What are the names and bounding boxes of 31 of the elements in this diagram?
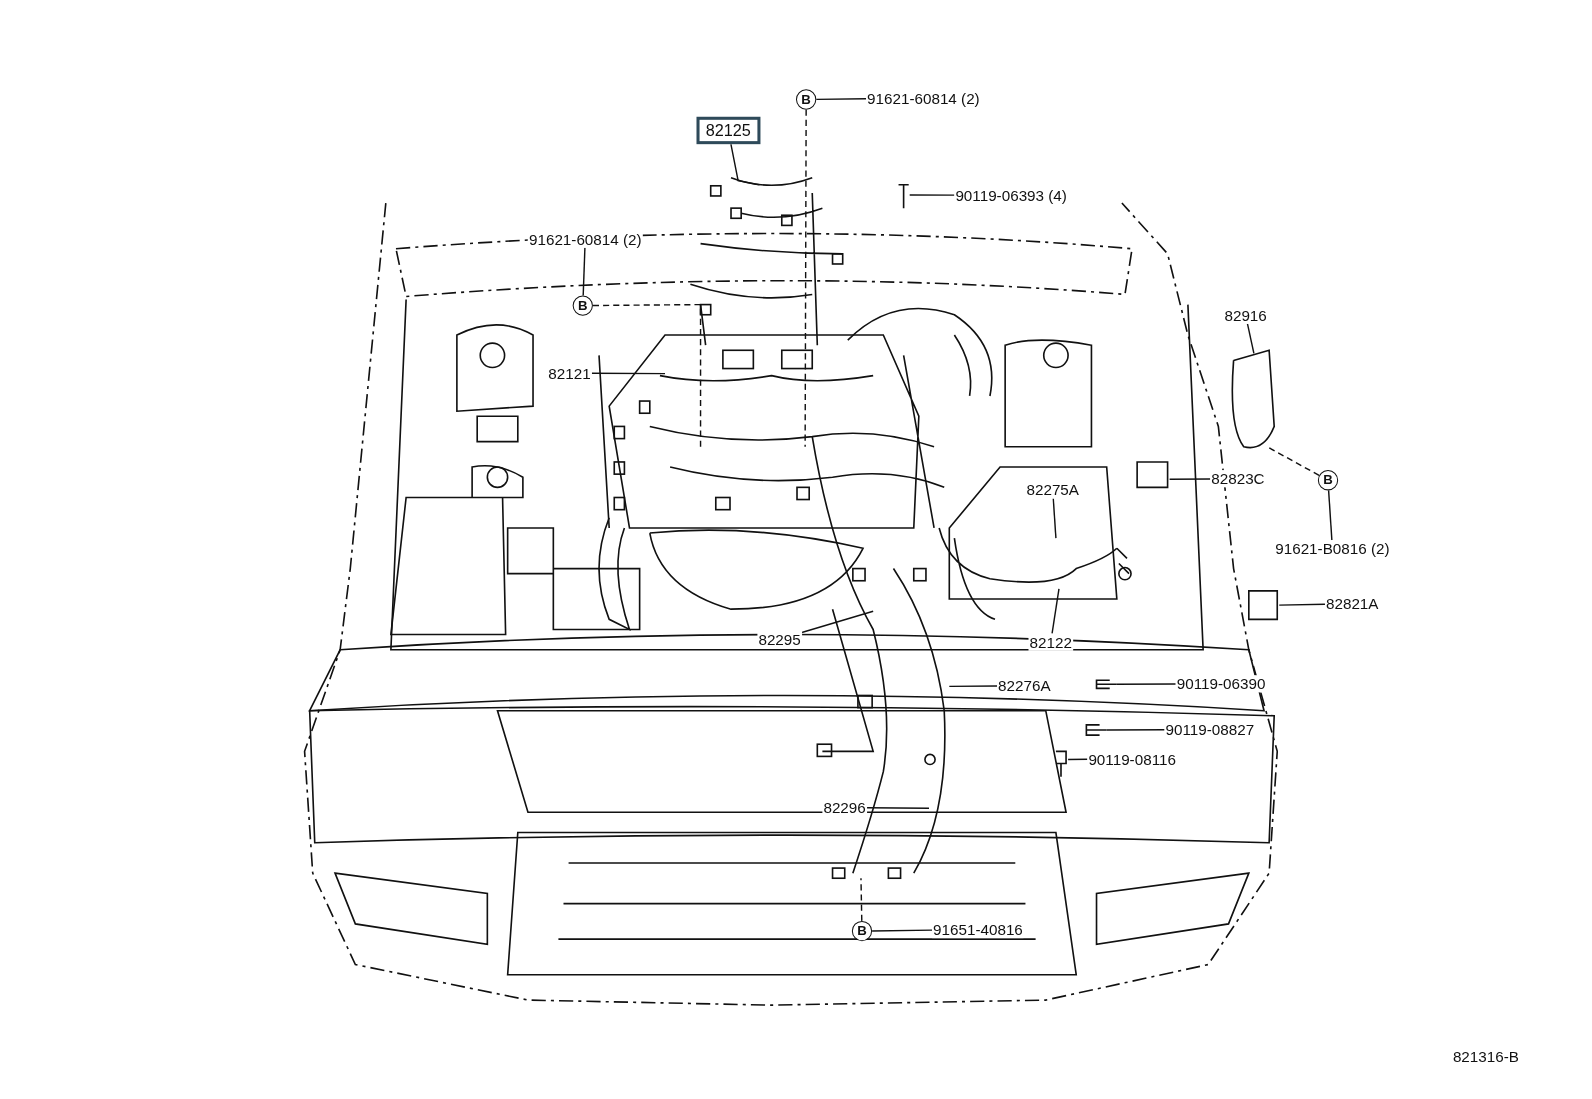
connector-line [815, 98, 867, 101]
leader-line [804, 108, 807, 448]
reference-mark: B [851, 920, 873, 942]
part-number: 91621-B0816 (2) [1274, 540, 1391, 558]
part-number: 82823C [1210, 470, 1266, 488]
leader-line [801, 610, 874, 634]
reference-mark: B [796, 89, 817, 110]
leader-line [909, 194, 956, 196]
reference-mark: B [572, 295, 593, 316]
connector-line [582, 247, 586, 297]
leader-line [948, 685, 998, 688]
leader-line [1278, 603, 1326, 606]
leader-line [1168, 478, 1211, 480]
leader-line [1052, 497, 1057, 539]
leader-line [1266, 446, 1320, 477]
reference-mark: B [1317, 470, 1339, 491]
leader-line [1116, 683, 1177, 685]
leader-line [1105, 729, 1166, 731]
connector-line [1327, 489, 1333, 541]
part-number: 90119-06390 [1175, 675, 1267, 693]
part-number: 82295 [757, 630, 802, 648]
leader-line [1067, 758, 1089, 761]
leader-line [592, 303, 702, 448]
leader-line [1051, 588, 1060, 635]
leader-line [730, 143, 761, 186]
leader-line [1246, 323, 1255, 355]
leader-line [590, 372, 666, 375]
connector-line [871, 929, 933, 932]
highlighted-part-number: 82125 [696, 116, 760, 145]
leader-line [860, 877, 863, 922]
leader-line [866, 807, 930, 809]
